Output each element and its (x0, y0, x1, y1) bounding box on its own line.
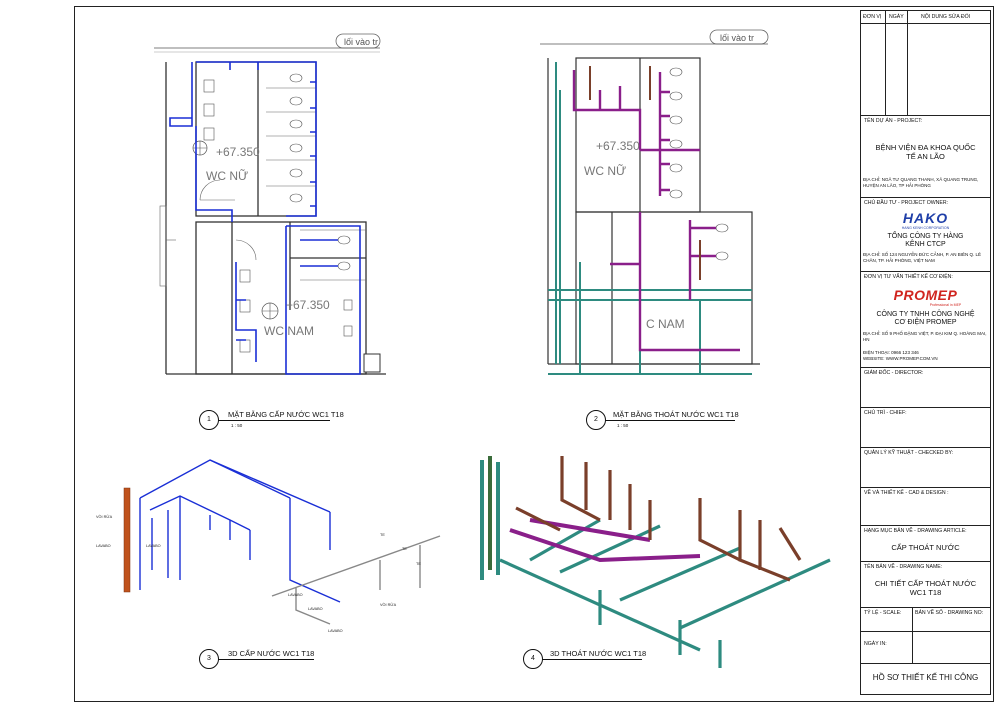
view3-title: 3D CẤP NƯỚC WC1 T18 (228, 649, 315, 658)
project-address: ĐỊA CHỈ: NGÃ TƯ QUANG THANH, XÃ QUANG TR… (863, 177, 979, 188)
article-value: CẤP THOÁT NƯỚC (891, 543, 960, 552)
view1-scale: 1 : 50 (231, 423, 243, 428)
chief-label: CHỦ TRÌ - CHIEF: (864, 410, 907, 416)
project-label: TÊN DỰ ÁN - PROJECT: (864, 118, 923, 124)
view2-number: 2 (586, 410, 606, 430)
article-section: HẠNG MỤC BẢN VẼ - DRAWING ARTICLE: CẤP T… (861, 525, 990, 562)
project-section: TÊN DỰ ÁN - PROJECT: BỆNH VIỆN ĐA KHOA Q… (861, 115, 990, 198)
checked-label: QUẢN LÝ KỸ THUẬT - CHECKED BY: (864, 450, 954, 456)
drain-iso (480, 456, 831, 668)
revision-col-divider-1 (885, 11, 886, 115)
designer-phone: ĐIỆN THOẠI: 0966 123 346 (863, 350, 919, 355)
owner-name: TỔNG CÔNG TY HÀNG KÊNH CTCP (887, 233, 964, 248)
article-label: HẠNG MỤC BẢN VẼ - DRAWING ARTICLE: (864, 528, 967, 534)
iso3-label-lavabo-5: LAVABO (328, 629, 343, 633)
view1-underline (218, 420, 330, 421)
plan1-wc-female: WC NỮ (206, 168, 248, 183)
sheet-border (74, 6, 994, 702)
view1-title: MẶT BẰNG CẤP NƯỚC WC1 T18 (228, 410, 344, 419)
rev-col-unit: ĐƠN VỊ (863, 14, 882, 20)
iso3-label-lavabo-4: LAVABO (288, 593, 303, 597)
view2-title: MẶT BẰNG THOÁT NƯỚC WC1 T18 (613, 410, 739, 419)
cad-section: VẼ VÀ THIẾT KẾ - CAD & DESIGN : (861, 487, 990, 526)
iso3-label-lavabo-3: LAVABO (308, 607, 323, 611)
revision-header: ĐƠN VỊ NGÀY NỘI DUNG SỬA ĐỔI (861, 11, 990, 24)
rev-col-content: NỘI DUNG SỬA ĐỔI (921, 14, 971, 20)
designer-address: ĐỊA CHỈ: SỐ 9 PHỐ ĐẶNG VIỆT, P. ĐẠI KIM … (863, 331, 987, 342)
view2-underline (605, 420, 735, 421)
view4-underline (542, 659, 642, 660)
view3-underline (218, 659, 314, 660)
plan1-wc-male: WC NAM (264, 324, 314, 338)
iso3-label-te-2: TE (402, 547, 407, 551)
drain-plan: lối vào tr (540, 29, 769, 375)
revision-col-divider-2 (907, 11, 908, 115)
owner-label: CHỦ ĐẦU TƯ - PROJECT OWNER: (864, 200, 949, 206)
view4-number: 4 (523, 649, 543, 669)
chief-section: CHỦ TRÌ - CHIEF: (861, 407, 990, 448)
cad-label: VẼ VÀ THIẾT KẾ - CAD & DESIGN : (864, 490, 949, 496)
view1-number: 1 (199, 410, 219, 430)
title-block: ĐƠN VỊ NGÀY NỘI DUNG SỬA ĐỔI TÊN DỰ ÁN -… (860, 10, 991, 695)
designer-label: ĐƠN VỊ TƯ VẤN THIẾT KẾ CƠ ĐIỆN: (864, 274, 953, 280)
drawing-canvas: lối vào tr (96, 29, 831, 668)
scale-label: TỶ LỆ - SCALE: (864, 610, 902, 616)
owner-logo: HAKO (902, 210, 949, 226)
scale-section: TỶ LỆ - SCALE: BẢN VẼ SỐ - DRAWING NO: (861, 607, 990, 632)
drawing-no-label: BẢN VẼ SỐ - DRAWING NO: (915, 610, 984, 616)
owner-logo-sub: HANG KENH CORPORATION (901, 226, 950, 230)
director-section: GIÁM ĐỐC - DIRECTOR: (861, 367, 990, 408)
plan2-elevation-top: +67.350 (596, 139, 640, 153)
plan2-wc-male: C NAM (646, 317, 685, 331)
plan1-elevation-bottom: +67.350 (286, 298, 330, 312)
iso3-label-voi-rua-right: VÒI RỬA (380, 602, 397, 607)
plan2-exit-label: lối vào tr (720, 33, 754, 43)
view3-number: 3 (199, 649, 219, 669)
designer-name: CÔNG TY TNHH CÔNG NGHỆ CƠ ĐIỆN PROMEP (876, 311, 975, 326)
designer-section: ĐƠN VỊ TƯ VẤN THIẾT KẾ CƠ ĐIỆN: PROMEP P… (861, 271, 990, 368)
view4-title: 3D THOÁT NƯỚC WC1 T18 (550, 649, 647, 658)
drawing-name-section: TÊN BẢN VẼ - DRAWING NAME: CHI TIẾT CẤP … (861, 561, 990, 608)
checked-section: QUẢN LÝ KỸ THUẬT - CHECKED BY: (861, 447, 990, 488)
designer-website: WEBSITE: WWW.PROMEP.COM.VN (863, 356, 938, 361)
iso3-label-te-1: TE (380, 533, 385, 537)
view2-scale: 1 : 50 (617, 423, 629, 428)
plan2-wc-female: WC NỮ (584, 163, 626, 178)
drawing-name-value: CHI TIẾT CẤP THOÁT NƯỚC WC1 T18 (874, 579, 977, 597)
supply-iso: VÒI RỬA LAVABO LAVABO LAVABO LAVABO LAVA… (96, 459, 441, 633)
owner-section: CHỦ ĐẦU TƯ - PROJECT OWNER: HAKO HANG KE… (861, 197, 990, 272)
iso3-label-voi-rua-left: VÒI RỬA (96, 514, 113, 519)
stage-value: HỒ SƠ THIẾT KẾ THI CÔNG (872, 673, 979, 682)
stage-section: HỒ SƠ THIẾT KẾ THI CÔNG (861, 663, 990, 694)
owner-address: ĐỊA CHỈ: SỐ 124 NGUYỄN ĐỨC CẢNH, P. AN B… (863, 252, 982, 263)
print-date-section: NGÀY IN: (861, 631, 990, 664)
designer-logo-sub: Professional in MEP (929, 303, 962, 307)
designer-logo: PROMEP (893, 287, 958, 303)
revision-body (861, 23, 990, 116)
rev-col-date: NGÀY (889, 14, 904, 20)
print-date-label: NGÀY IN: (864, 641, 887, 647)
supply-plan: lối vào tr (154, 33, 386, 375)
director-label: GIÁM ĐỐC - DIRECTOR: (864, 370, 924, 376)
plan1-exit-label: lối vào tr (344, 37, 378, 47)
drawing-name-label: TÊN BẢN VẼ - DRAWING NAME: (864, 564, 943, 570)
scale-divider (912, 607, 913, 663)
project-name: BỆNH VIỆN ĐA KHOA QUỐC TẾ AN LÃO (875, 143, 976, 161)
plan1-elevation-top: +67.350 (216, 145, 260, 159)
iso3-label-lavabo-1: LAVABO (96, 544, 111, 548)
iso3-label-te-3: TE (416, 562, 421, 566)
iso3-label-lavabo-2: LAVABO (146, 544, 161, 548)
